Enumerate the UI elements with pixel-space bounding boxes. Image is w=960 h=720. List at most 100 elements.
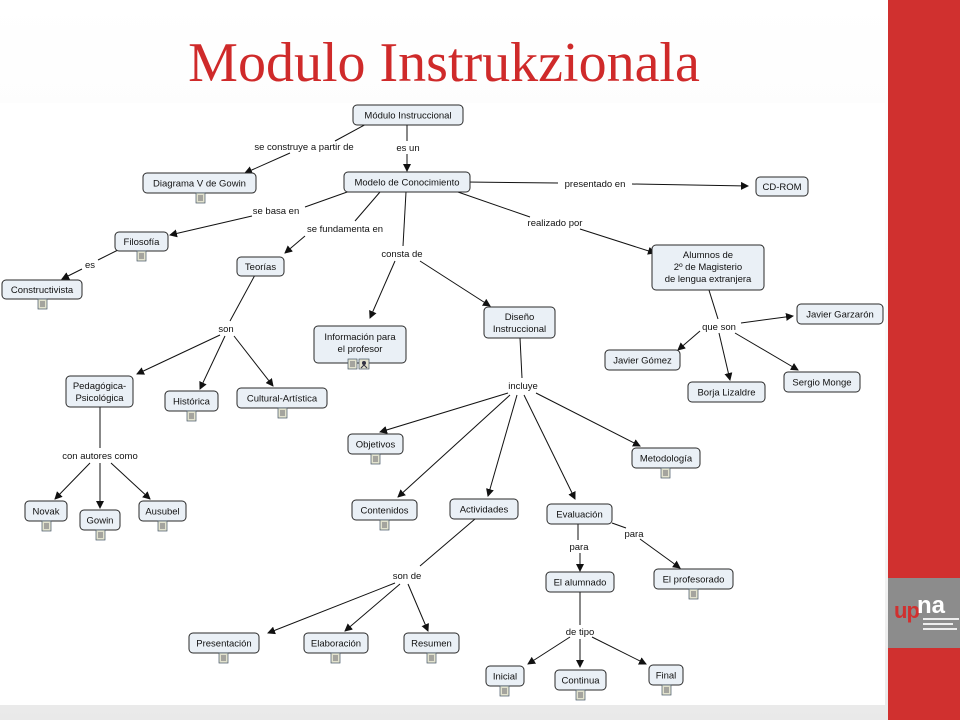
node-pedagogica-line2: Psicológica <box>75 393 124 404</box>
people-resource-icon[interactable] <box>358 358 370 370</box>
node-resumen[interactable]: Resumen <box>403 632 460 654</box>
node-javier-garzaron-label: Javier Garzarón <box>806 310 874 321</box>
node-cultural-label: Cultural-Artística <box>247 394 318 405</box>
logo-na-text: na <box>917 592 946 619</box>
node-teorias-label: Teorías <box>245 262 276 273</box>
document-resource-icon[interactable] <box>218 652 229 664</box>
node-historica[interactable]: Histórica <box>164 390 219 412</box>
node-final[interactable]: Final <box>648 664 684 686</box>
node-modelo-conocimiento[interactable]: Modelo de Conocimiento <box>343 171 471 193</box>
node-borja-lizaldre[interactable]: Borja Lizaldre <box>687 381 766 403</box>
node-diagrama-v-gowin[interactable]: Diagrama V de Gowin <box>142 172 257 194</box>
node-final-label: Final <box>656 671 677 682</box>
node-gowin-label: Gowin <box>87 516 114 527</box>
document-resource-icon[interactable] <box>688 588 699 600</box>
node-metodologia-label: Metodología <box>640 454 693 465</box>
logo-up-text: up <box>894 598 920 623</box>
node-contenidos-label: Contenidos <box>360 506 408 517</box>
edges <box>54 121 799 668</box>
node-pedagogica-line1: Pedagógica- <box>73 381 126 392</box>
document-resource-icon[interactable] <box>370 453 381 465</box>
document-resource-icon[interactable] <box>379 519 390 531</box>
node-pedagogica-psicologica[interactable]: Pedagógica- Psicológica <box>65 375 134 408</box>
node-presentacion[interactable]: Presentación <box>188 632 260 654</box>
document-resource-icon[interactable] <box>195 192 206 204</box>
link-son-de: son de <box>393 571 422 582</box>
concept-map-canvas: se construye a partir de es un presentad… <box>1 104 884 701</box>
node-diseno-instruccional[interactable]: Diseño Instruccional <box>483 306 556 339</box>
node-contenidos[interactable]: Contenidos <box>351 499 418 521</box>
document-resource-icon[interactable] <box>157 520 168 532</box>
node-javier-gomez-label: Javier Gómez <box>613 356 672 367</box>
node-sergio-label: Sergio Monge <box>792 378 851 389</box>
link-son: son <box>218 324 233 335</box>
node-continua[interactable]: Continua <box>554 669 607 691</box>
node-cd-rom[interactable]: CD-ROM <box>755 176 809 197</box>
node-ausubel[interactable]: Ausubel <box>138 500 187 522</box>
node-constructivista[interactable]: Constructivista <box>1 279 83 300</box>
node-el-profesorado[interactable]: El profesorado <box>653 568 734 590</box>
node-diseno-line2: Instruccional <box>493 324 546 335</box>
node-alumnos-line1: Alumnos de <box>683 250 733 261</box>
node-borja-label: Borja Lizaldre <box>697 388 755 399</box>
document-resource-icon[interactable] <box>37 298 48 310</box>
node-metodologia[interactable]: Metodología <box>631 447 701 469</box>
document-resource-icon[interactable] <box>136 250 147 262</box>
document-resource-icon[interactable] <box>330 652 341 664</box>
upna-logo: up na <box>888 578 960 648</box>
node-continua-label: Continua <box>561 676 600 687</box>
link-es: es <box>85 260 95 271</box>
link-se-construye: se construye a partir de <box>254 142 353 153</box>
node-inicial-label: Inicial <box>493 672 517 683</box>
node-sergio-monge[interactable]: Sergio Monge <box>783 371 861 393</box>
link-de-tipo: de tipo <box>566 627 595 638</box>
link-se-fundamenta-en: se fundamenta en <box>307 224 383 235</box>
node-modulo-instruccional[interactable]: Módulo Instruccional <box>352 104 464 126</box>
document-resource-icon[interactable] <box>575 689 586 701</box>
node-javier-garzaron[interactable]: Javier Garzarón <box>796 303 884 325</box>
node-novak[interactable]: Novak <box>24 500 68 522</box>
node-historica-label: Histórica <box>173 397 211 408</box>
node-gowin[interactable]: Gowin <box>79 509 121 531</box>
node-informacion-line1: Información para <box>324 332 396 343</box>
node-informacion-profesor[interactable]: Información para el profesor <box>313 325 407 364</box>
document-resource-icon[interactable] <box>95 529 106 541</box>
node-filosofia[interactable]: Filosofía <box>114 231 169 252</box>
node-objetivos-label: Objetivos <box>356 440 396 451</box>
document-resource-icon[interactable] <box>186 410 197 422</box>
document-resource-icon[interactable] <box>347 358 358 370</box>
node-javier-gomez[interactable]: Javier Gómez <box>604 349 681 371</box>
node-objetivos[interactable]: Objetivos <box>347 433 404 455</box>
slide-title: Modulo Instrukzionala <box>188 32 700 94</box>
concept-map: se construye a partir de es un presentad… <box>0 103 885 705</box>
node-modulo-label: Módulo Instruccional <box>364 111 451 122</box>
node-resumen-label: Resumen <box>411 639 452 650</box>
document-resource-icon[interactable] <box>660 467 671 479</box>
nodes: Módulo Instruccional Diagrama V de Gowin… <box>1 104 884 691</box>
document-resource-icon[interactable] <box>661 684 672 696</box>
node-el-alumnado[interactable]: El alumnado <box>545 571 615 593</box>
node-elaboracion-label: Elaboración <box>311 639 361 650</box>
node-evaluacion[interactable]: Evaluación <box>546 503 613 525</box>
node-presentacion-label: Presentación <box>196 639 251 650</box>
node-evaluacion-label: Evaluación <box>556 510 602 521</box>
document-resource-icon[interactable] <box>41 520 52 532</box>
node-ausubel-label: Ausubel <box>145 507 179 518</box>
document-resource-icon[interactable] <box>277 407 288 419</box>
node-constructivista-label: Constructivista <box>11 285 74 296</box>
node-novak-label: Novak <box>33 507 60 518</box>
node-alumnos-line3: de lengua extranjera <box>665 274 752 285</box>
node-filosofia-label: Filosofía <box>124 237 161 248</box>
link-consta-de: consta de <box>381 249 422 260</box>
document-resource-icon[interactable] <box>426 652 437 664</box>
node-informacion-line2: el profesor <box>338 344 383 355</box>
node-cultural-artistica[interactable]: Cultural-Artística <box>236 387 328 409</box>
link-es-un: es un <box>396 143 419 154</box>
node-elaboracion[interactable]: Elaboración <box>303 632 369 654</box>
node-inicial[interactable]: Inicial <box>485 665 525 687</box>
node-actividades[interactable]: Actividades <box>449 498 519 520</box>
link-para-alumnado: para <box>569 542 589 553</box>
node-teorias[interactable]: Teorías <box>236 256 285 277</box>
node-alumnos[interactable]: Alumnos de 2º de Magisterio de lengua ex… <box>651 244 765 291</box>
document-resource-icon[interactable] <box>499 685 510 697</box>
